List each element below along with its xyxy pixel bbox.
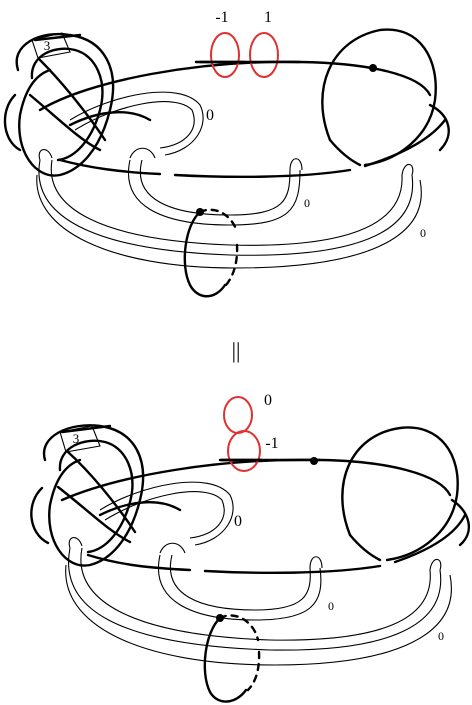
bottom-twist-box: 3	[59, 425, 101, 453]
top-dot-right	[369, 64, 377, 72]
bottom-dot-right	[310, 457, 318, 465]
bottom-thin-strands	[65, 481, 452, 666]
bottom-red-components	[218, 396, 322, 472]
top-red-right-framing: 1	[264, 9, 272, 26]
bottom-red-upper-framing: 0	[264, 392, 272, 409]
bottom-red-circle-upper	[223, 396, 253, 434]
bottom-outer-framing: 0	[438, 629, 444, 643]
top-red-circle-left	[210, 32, 240, 78]
top-middle-framing: 0	[304, 196, 310, 210]
top-red-circle-right	[249, 32, 279, 78]
bottom-dot-bottom	[216, 614, 224, 622]
top-thin-strands	[36, 91, 422, 269]
top-dot-bottom	[196, 208, 204, 216]
top-red-left-framing: -1	[215, 9, 228, 26]
top-thick-strands	[3, 28, 450, 298]
bottom-red-circle-lower	[227, 430, 261, 472]
top-twist-label: 3	[44, 38, 51, 53]
bottom-twist-label: 3	[73, 431, 80, 446]
top-twist-box: 3	[31, 32, 71, 59]
equivalence-sign: ||	[232, 338, 241, 363]
bottom-inner-framing: 0	[234, 513, 242, 530]
top-outer-framing: 0	[420, 226, 426, 240]
bottom-middle-framing: 0	[328, 599, 334, 613]
bottom-red-lower-framing: -1	[265, 435, 278, 452]
bottom-thick-strands	[30, 424, 471, 703]
top-diagram: 3 -1 1 0 0 0	[3, 9, 450, 298]
bottom-diagram: 3 0 -1 0 0 0	[30, 392, 471, 703]
top-inner-framing: 0	[206, 107, 214, 124]
top-red-components	[194, 32, 302, 78]
